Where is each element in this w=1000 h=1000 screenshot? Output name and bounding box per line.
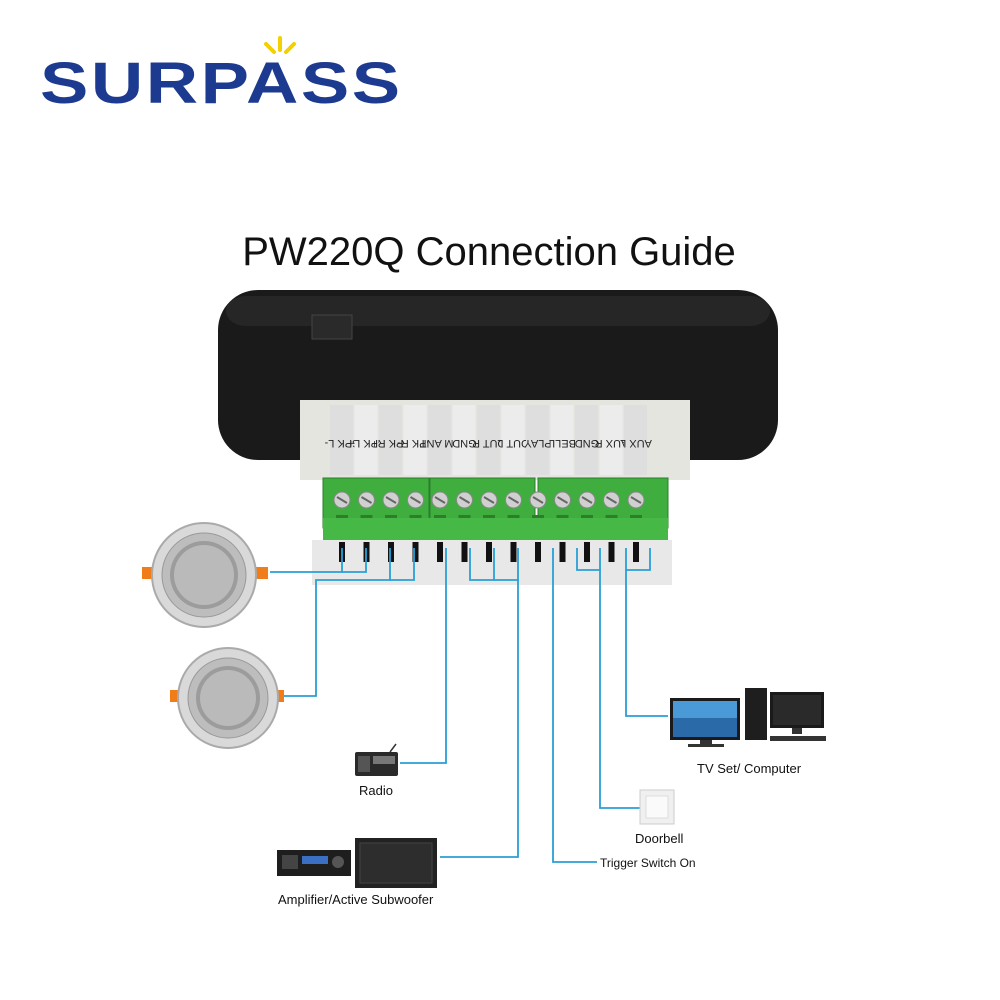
terminal-label: SPK L- <box>324 437 359 449</box>
ceiling-speaker-1 <box>142 522 268 628</box>
terminal-label: AUX L <box>620 437 652 449</box>
terminal-pin <box>584 542 590 562</box>
tv-icon <box>670 698 740 747</box>
terminal-label: GND <box>575 437 600 449</box>
page-title: PW220Q Connection Guide <box>242 230 736 274</box>
terminal-pin <box>461 542 468 562</box>
ceiling-speaker-2 <box>170 647 284 749</box>
computer-icon <box>745 688 826 741</box>
terminal-pin <box>388 542 394 562</box>
logo-text: SURPASS <box>40 51 403 116</box>
trigger-switch-label: Trigger Switch On <box>600 856 696 870</box>
terminal-label: FM ANT <box>420 437 461 449</box>
terminal-pin <box>437 542 443 562</box>
amplifier-label: Amplifier/Active Subwoofer <box>278 892 434 907</box>
terminal-pin <box>510 542 517 562</box>
radio-icon <box>355 743 398 776</box>
terminal-label: PLAY <box>524 437 552 449</box>
terminal-label: OUT R <box>472 437 506 449</box>
doorbell-label: Doorbell <box>635 831 684 846</box>
terminal-label: GND <box>452 437 477 449</box>
terminal-pin <box>633 542 639 562</box>
subwoofer-icon <box>355 838 437 888</box>
surpass-logo: SURPASS <box>40 36 430 140</box>
terminal-label: AUX R <box>595 437 629 449</box>
terminal-pin <box>608 542 615 562</box>
terminal-pin <box>412 542 419 562</box>
terminal-label: SPK R- <box>397 437 434 449</box>
terminal-label: SPK L+ <box>348 437 386 449</box>
terminal-label: BELL <box>549 437 576 449</box>
terminal-label: OUT L <box>497 437 529 449</box>
amplifier-icon <box>277 850 351 876</box>
terminal-label: SPK R+ <box>371 437 410 449</box>
terminal-pin <box>559 542 566 562</box>
terminal-pin <box>486 542 492 562</box>
doorbell-icon <box>639 789 675 825</box>
wires <box>270 548 668 863</box>
logo-sun-icon <box>264 36 296 54</box>
radio-label: Radio <box>359 783 393 798</box>
tv-computer-label: TV Set/ Computer <box>697 761 802 776</box>
terminal-pin <box>535 542 541 562</box>
